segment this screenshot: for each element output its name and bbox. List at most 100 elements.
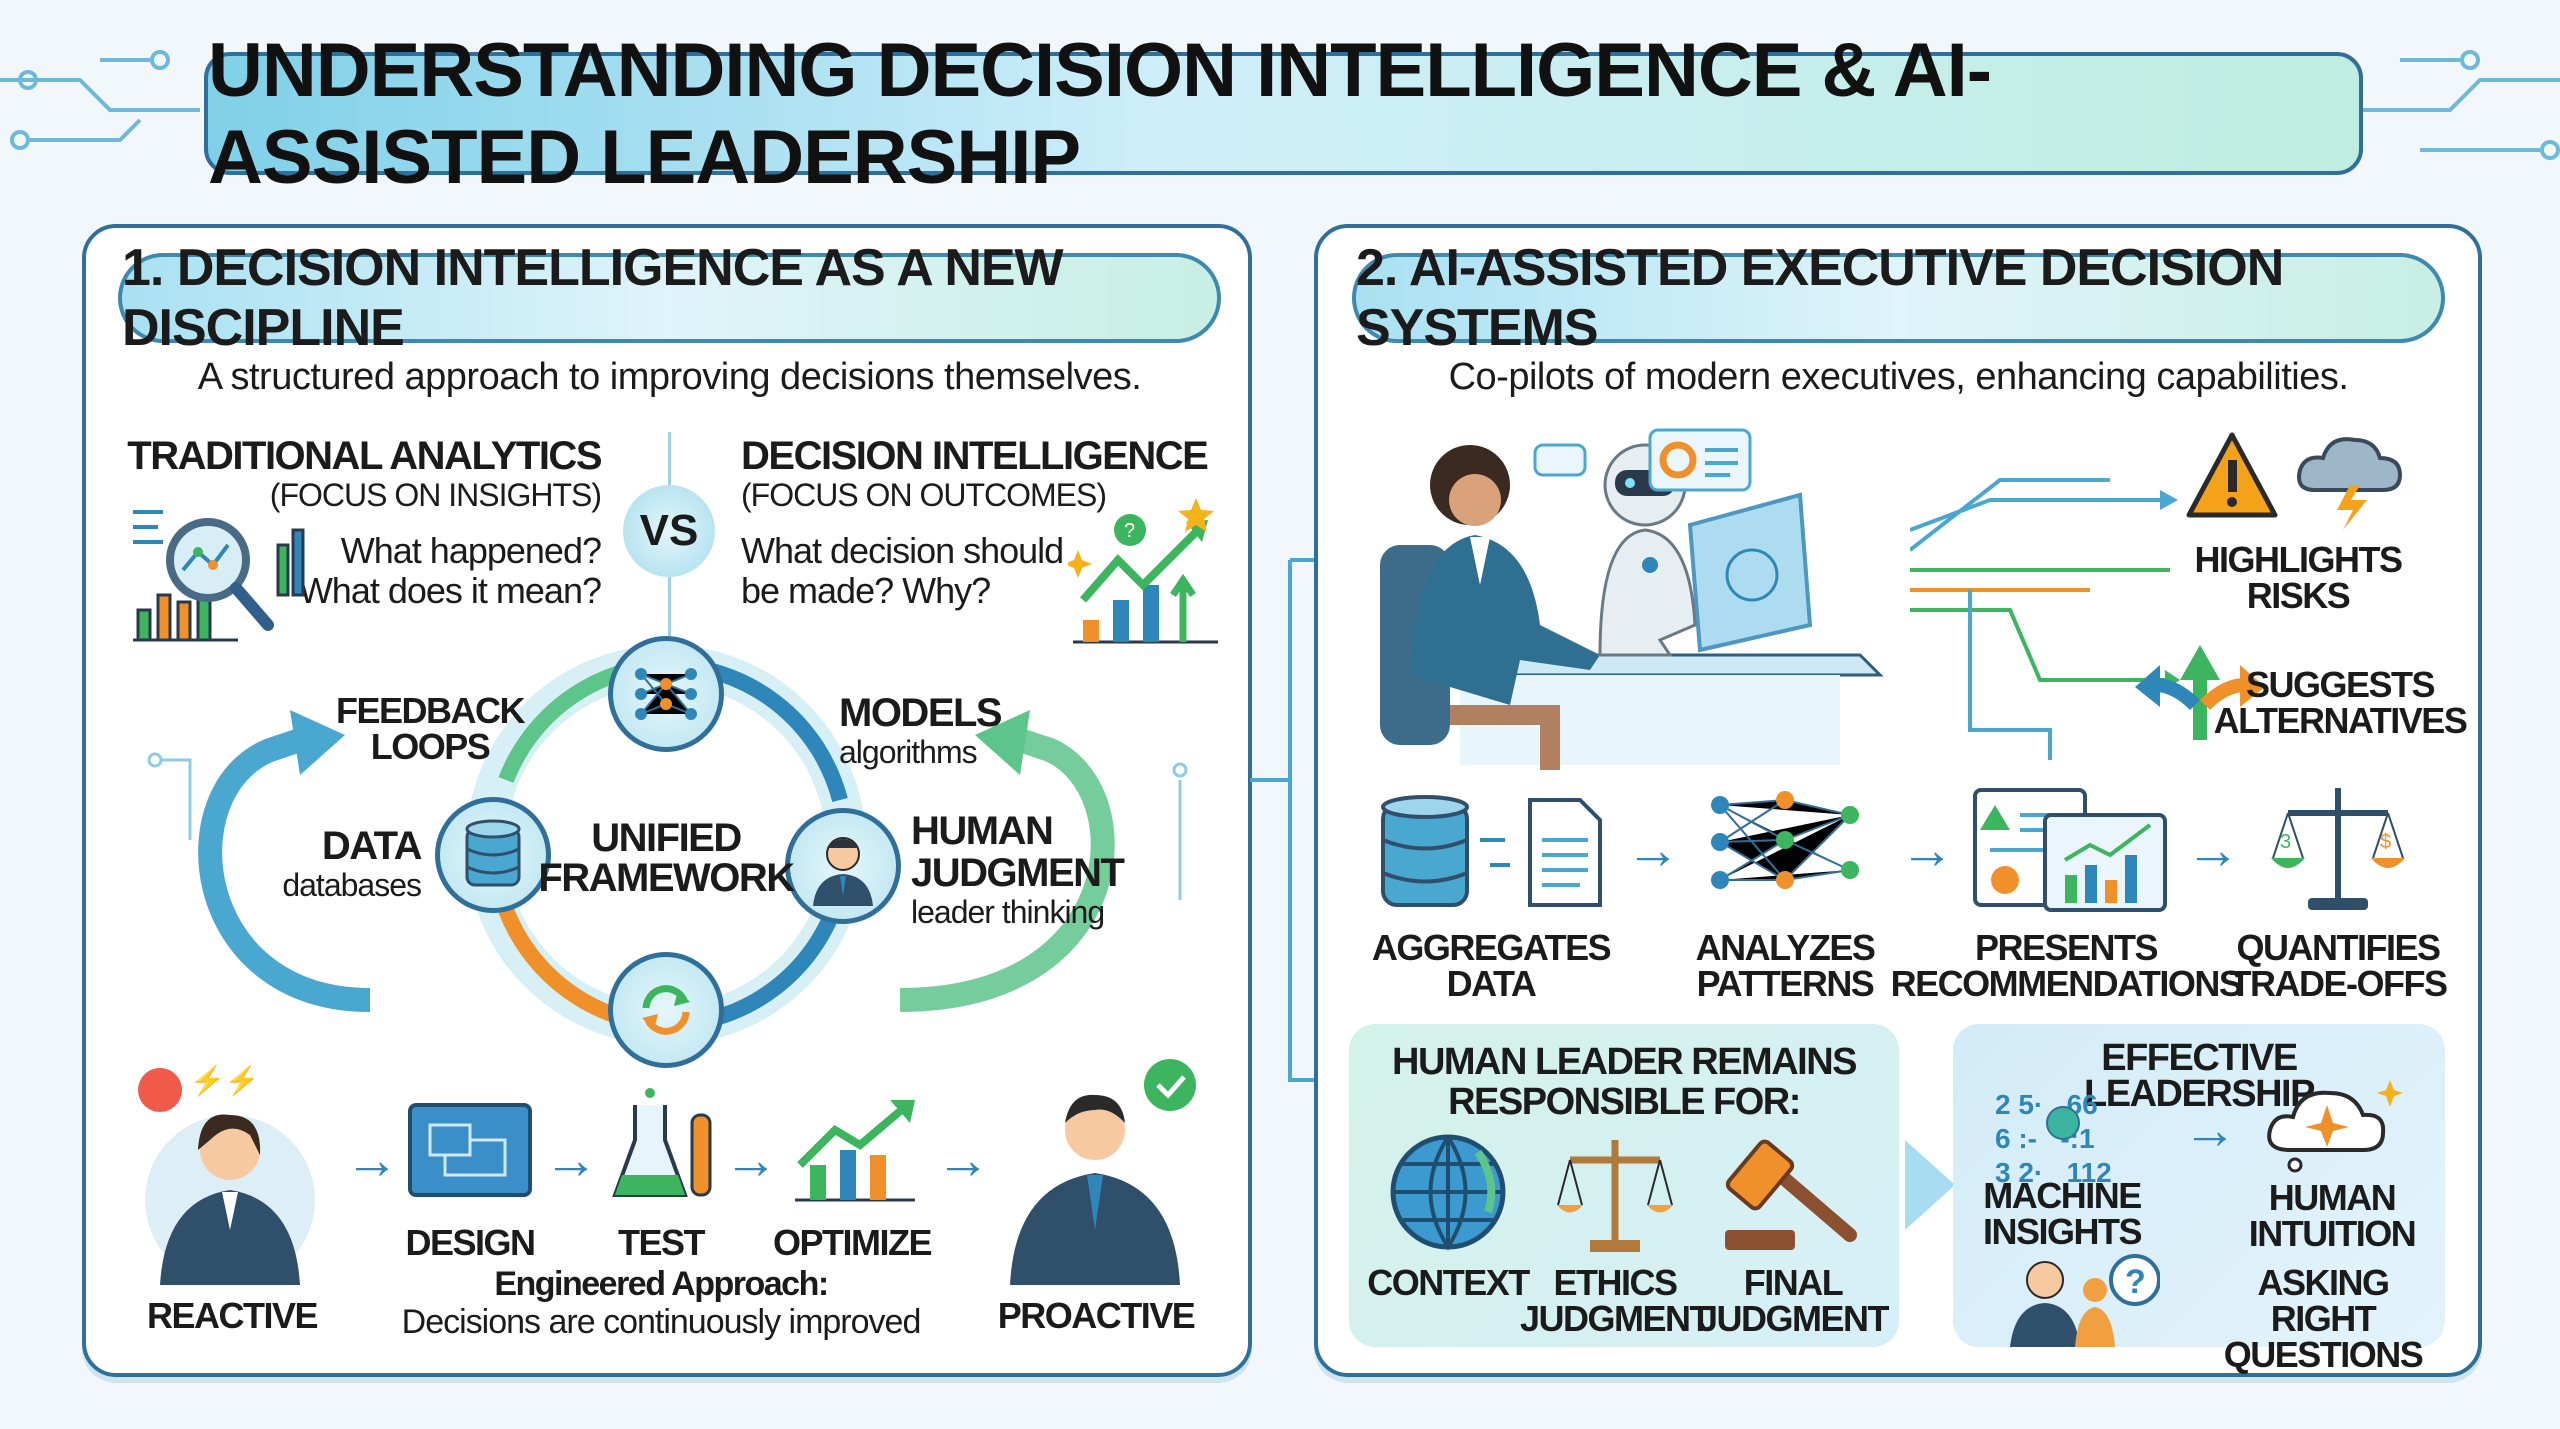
engineered-approach-caption: Engineered Approach:Decisions are contin…	[380, 1265, 942, 1341]
intuition-line2: INTUITION	[2248, 1213, 2417, 1254]
nums-line1: 2 5· .66	[1995, 1089, 2098, 1120]
reactive-person-icon: ⚡⚡	[138, 1064, 315, 1285]
final-line1: FINAL	[1743, 1262, 1844, 1303]
panel-connector	[1250, 558, 1318, 1082]
alt-line2: ALTERNATIVES	[2213, 700, 2468, 741]
step-line1: ANALYZES	[1695, 927, 1876, 968]
di-focus: (FOCUS ON OUTCOMES)	[741, 477, 1107, 513]
chip-icon	[2046, 1106, 2080, 1140]
asking-line1: ASKING RIGHT	[2257, 1262, 2390, 1339]
panel2-subtitle: Co-pilots of modern executives, enhancin…	[1448, 356, 2349, 398]
di-q1: What decision should	[741, 530, 1064, 571]
models-sub: algorithms	[839, 734, 978, 770]
panel2-header: 2. AI-ASSISTED EXECUTIVE DECISION SYSTEM…	[1352, 239, 2445, 357]
vs-badge: VS	[623, 485, 715, 577]
caption-line1: Engineered Approach:	[494, 1265, 829, 1303]
intuition-line1: HUMAN	[2268, 1177, 2397, 1218]
step-line2: RECOMMENDATIONS	[1890, 963, 2243, 1004]
trade-off-scales-icon: 3$	[2271, 788, 2405, 910]
ethics-line2: JUDGMENT	[1519, 1298, 1712, 1339]
effective-leadership-title: EFFECTIVE LEADERSHIP	[2084, 1037, 2315, 1115]
panel1-subtitle: A structured approach to improving decis…	[197, 356, 1142, 398]
human-line1: HUMAN	[911, 809, 1054, 853]
data-sub: databases	[282, 867, 422, 903]
gavel-icon	[1725, 1139, 1857, 1250]
center-line1: UNIFIED	[591, 816, 742, 860]
svg-text:3: 3	[2280, 831, 2291, 853]
design-blueprint-icon	[408, 1103, 532, 1197]
proactive-label: PROACTIVE	[997, 1295, 1196, 1336]
split-arrows-icon	[2135, 645, 2265, 740]
asking-line2: QUESTIONS	[2223, 1334, 2424, 1375]
magnifier-chart-icon	[133, 510, 305, 642]
insight-flow-lines	[1910, 478, 2180, 760]
traditional-analytics: TRADITIONAL ANALYTICS (FOCUS ON INSIGHTS…	[127, 434, 602, 611]
big-arrow-icon	[1905, 1140, 1955, 1230]
svg-text:⚡⚡: ⚡⚡	[190, 1064, 260, 1097]
models-title: MODELS	[839, 691, 1003, 735]
refresh-node-icon	[608, 952, 724, 1068]
flow-arrow-icon: →	[1900, 820, 1954, 880]
step-line2: DATA	[1446, 963, 1537, 1004]
decision-intelligence-block: DECISION INTELLIGENCE (FOCUS ON OUTCOMES…	[741, 434, 1209, 611]
ethics-scales-icon	[1557, 1140, 1673, 1252]
highlights-risks-label: HIGHLIGHTS RISKS	[2194, 539, 2404, 616]
leaders-question-icon: ?	[2010, 1254, 2160, 1347]
optimize-label: OPTIMIZE	[773, 1222, 933, 1263]
nums-line2: 6 :- -:1	[1995, 1123, 2095, 1154]
proactive-person-icon	[1010, 1059, 1196, 1285]
svg-text:$: $	[2380, 831, 2391, 853]
di-title: DECISION INTELLIGENCE	[741, 434, 1209, 478]
traditional-focus: (FOCUS ON INSIGHTS)	[269, 477, 602, 513]
step-line2: TRADE-OFFS	[2229, 963, 2448, 1004]
flow-arrow-icon: →	[544, 1130, 598, 1190]
feedback-line2: LOOPS	[370, 726, 491, 767]
test-label: TEST	[617, 1222, 706, 1263]
di-q2: be made? Why?	[741, 570, 991, 611]
flow-arrow-icon: →	[345, 1130, 399, 1190]
feedback-line1: FEEDBACK	[335, 690, 526, 731]
machine-line1: MACHINE	[1983, 1175, 2142, 1216]
circuit-decoration-right	[2360, 50, 2560, 160]
context-label: CONTEXT	[1367, 1262, 1530, 1303]
intuition-cloud-icon	[2267, 1080, 2403, 1173]
growth-chart-icon: ?	[1068, 498, 1218, 644]
page-title: UNDERSTANDING DECISION INTELLIGENCE & AI…	[204, 28, 2363, 200]
panel1-header: 1. DECISION INTELLIGENCE AS A NEW DISCIP…	[118, 239, 1221, 357]
hl-title2: RESPONSIBLE FOR:	[1448, 1081, 1801, 1123]
test-flask-icon	[612, 1088, 712, 1197]
center-line2: FRAMEWORK	[538, 856, 795, 900]
design-label: DESIGN	[405, 1222, 536, 1263]
step-line1: QUANTIFIES	[2236, 927, 2441, 968]
flow-arrow-icon: →	[724, 1130, 778, 1190]
storm-cloud-icon	[2297, 437, 2403, 530]
flow-arrow-icon: →	[2186, 820, 2240, 880]
hl-title1: HUMAN LEADER REMAINS	[1392, 1041, 1858, 1083]
ethics-line1: ETHICS	[1553, 1262, 1678, 1303]
traditional-q1: What happened?	[340, 530, 602, 571]
final-line2: JUDGMENT	[1697, 1298, 1890, 1339]
human-line2: JUDGMENT	[911, 851, 1125, 895]
traditional-title: TRADITIONAL ANALYTICS	[127, 434, 602, 478]
traditional-q2: What does it mean?	[298, 570, 602, 611]
step-line1: AGGREGATES	[1371, 927, 1612, 968]
models-node-icon	[608, 636, 724, 752]
executive-robot-illustration	[1380, 428, 1884, 770]
leader-node-icon	[785, 808, 901, 924]
aggregate-data-icon	[1381, 795, 1602, 907]
